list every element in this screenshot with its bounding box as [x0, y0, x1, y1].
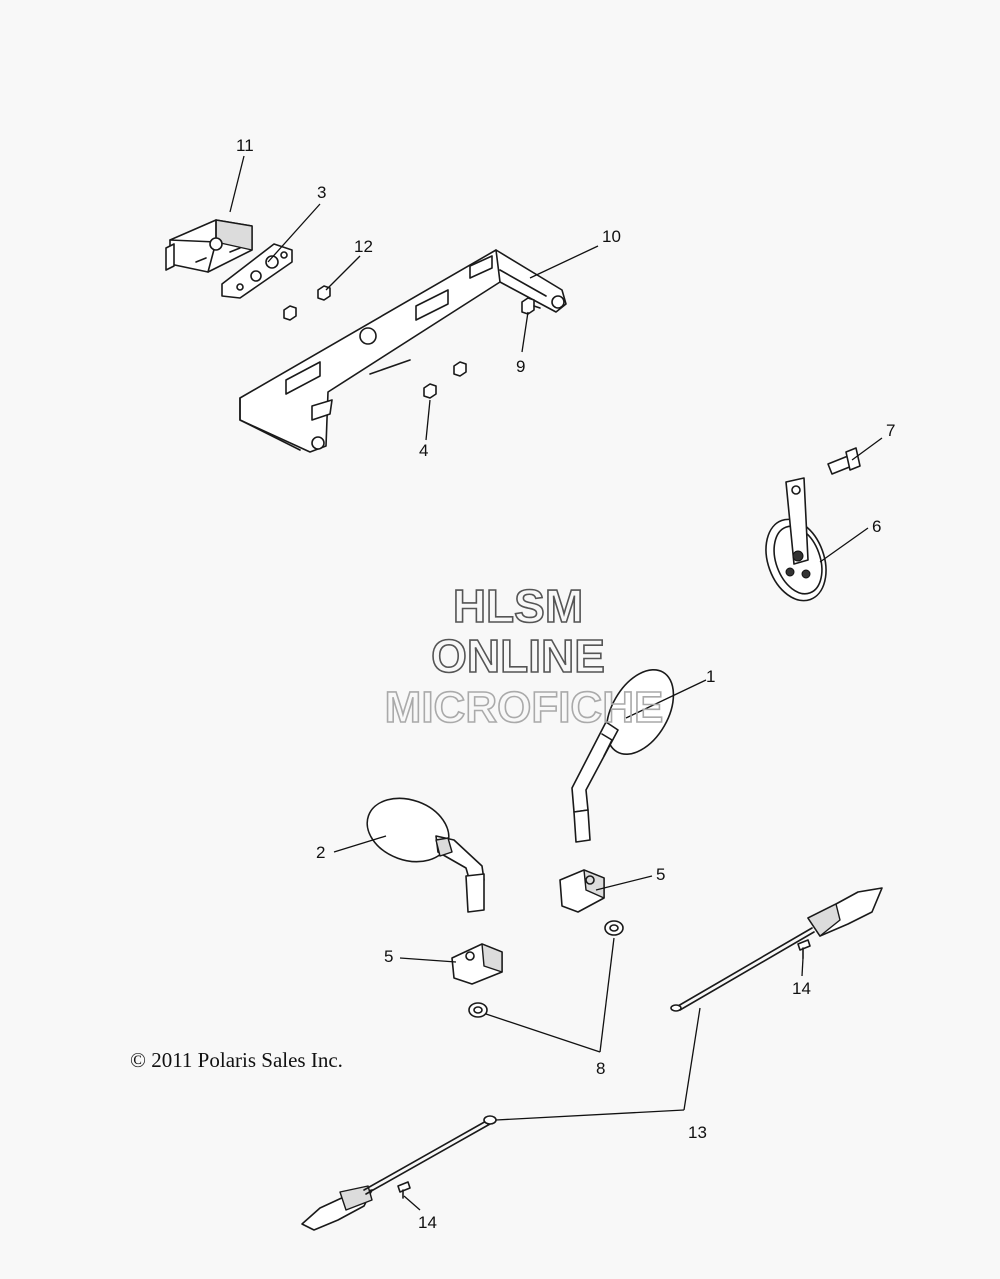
callout-11: 11 [236, 136, 254, 155]
part-4-nuts [423, 361, 467, 399]
callout-3: 3 [317, 183, 326, 202]
watermark-line-1: HLSM [453, 580, 583, 632]
callout-13: 13 [688, 1123, 707, 1142]
part-9-bolt [521, 297, 541, 315]
copyright-text: © 2011 Polaris Sales Inc. [130, 1048, 343, 1072]
watermark: HLSM ONLINE MICROFICHE [384, 579, 664, 733]
callout-14-upper: 14 [792, 979, 811, 998]
part-8-washers [468, 920, 624, 1018]
callout-7: 7 [886, 421, 895, 440]
part-6-horn [765, 477, 827, 602]
callout-labels: 11 3 12 10 9 4 7 6 1 2 5 5 8 13 14 14 [236, 136, 895, 1232]
callout-4: 4 [419, 441, 428, 460]
part-13-turn-signal-upper [670, 887, 883, 1012]
callout-5-upper: 5 [656, 865, 665, 884]
part-7-bolt [827, 447, 861, 475]
part-5-adapters [451, 869, 605, 985]
part-10-bracket [239, 249, 567, 453]
part-2-mirror [366, 797, 485, 913]
callout-1: 1 [706, 667, 715, 686]
part-11-tail-light [165, 219, 253, 273]
watermark-line-2: ONLINE [431, 630, 605, 682]
callout-5-lower: 5 [384, 947, 393, 966]
callout-8: 8 [596, 1059, 605, 1078]
part-12-nuts [283, 285, 331, 321]
callout-12: 12 [354, 237, 373, 256]
part-14-screws [397, 939, 811, 1199]
part-13-turn-signal-lower [301, 1115, 497, 1231]
part-3-gasket [221, 243, 293, 299]
watermark-line-3: MICROFICHE [385, 683, 664, 732]
callout-14-lower: 14 [418, 1213, 437, 1232]
callout-2: 2 [316, 843, 325, 862]
leader-lines [229, 155, 883, 1211]
callout-6: 6 [872, 517, 881, 536]
callout-9: 9 [516, 357, 525, 376]
callout-10: 10 [602, 227, 621, 246]
